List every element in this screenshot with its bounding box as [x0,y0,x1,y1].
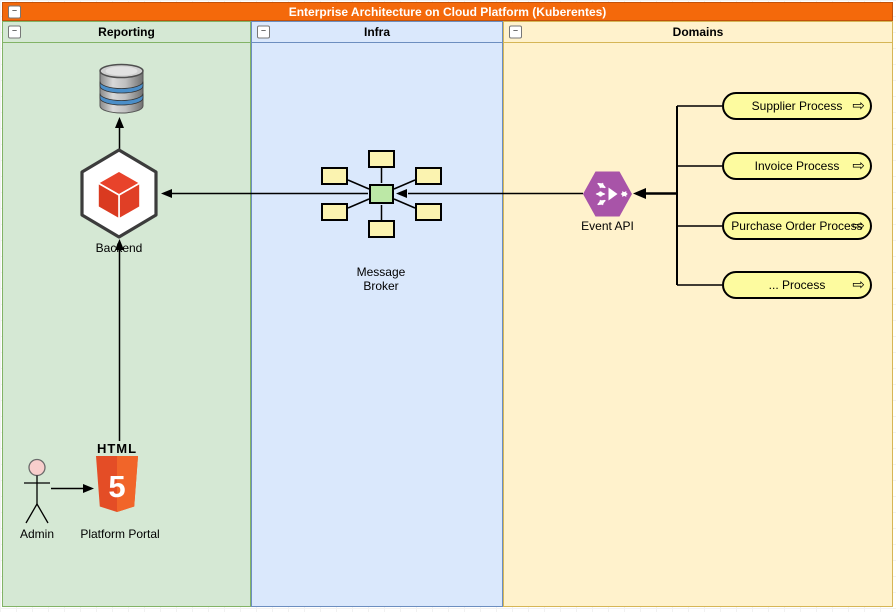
html5-logo-word: HTML [96,441,138,456]
process-box-other[interactable]: ... Process ⇨ [722,271,872,299]
process-label: Invoice Process [754,159,840,173]
lane-title-reporting: Reporting [98,25,155,39]
broker-queue-box-upper-left[interactable] [321,167,348,185]
lane-infra: − Infra [251,21,503,607]
platform-portal-label: Platform Portal [80,527,160,541]
process-label: Supplier Process [751,99,843,113]
broker-queue-box-upper-right[interactable] [415,167,442,185]
process-arrow-icon: ⇨ [852,275,865,294]
pool-title: Enterprise Architecture on Cloud Platfor… [288,4,607,19]
broker-queue-box-bottom[interactable] [368,220,395,238]
lane-header-reporting[interactable]: − Reporting [3,22,250,43]
html5-logo-icon[interactable]: HTML 5 [93,441,141,514]
admin-label: Admin [19,527,54,541]
process-box-purchase-order[interactable]: Purchase Order Process ⇨ [722,212,872,240]
lane-header-domains[interactable]: − Domains [504,22,892,43]
process-label: Purchase Order Process [731,219,863,233]
event-api-label: Event API [581,219,634,233]
lane-title-infra: Infra [363,25,390,39]
lane-title-domains: Domains [672,25,724,39]
process-arrow-icon: ⇨ [852,156,865,175]
broker-queue-box-top[interactable] [368,150,395,168]
process-arrow-icon: ⇨ [852,96,865,115]
collapse-pool-button[interactable]: − [8,5,21,18]
message-broker-label: Message Broker [356,265,406,294]
pool-title-bar[interactable]: − Enterprise Architecture on Cloud Platf… [2,2,893,21]
broker-queue-box-lower-left[interactable] [321,203,348,221]
process-label: ... Process [768,278,826,292]
admin-actor-icon[interactable] [22,457,52,527]
process-box-supplier[interactable]: Supplier Process ⇨ [722,92,872,120]
backend-cube-icon[interactable] [78,147,160,240]
lane-header-infra[interactable]: − Infra [252,22,502,43]
html5-shield: 5 [96,456,138,512]
collapse-lane-domains-button[interactable]: − [509,25,522,39]
event-api-icon[interactable] [583,169,632,219]
process-arrow-icon: ⇨ [852,216,865,235]
broker-hub-box[interactable] [369,184,394,204]
database-icon[interactable] [97,62,146,117]
collapse-lane-reporting-button[interactable]: − [8,25,21,39]
collapse-lane-infra-button[interactable]: − [257,25,270,39]
backend-label: Backend [95,241,143,255]
broker-queue-box-lower-right[interactable] [415,203,442,221]
html5-logo-number: 5 [108,469,125,504]
lane-reporting: − Reporting [2,21,251,607]
process-box-invoice[interactable]: Invoice Process ⇨ [722,152,872,180]
